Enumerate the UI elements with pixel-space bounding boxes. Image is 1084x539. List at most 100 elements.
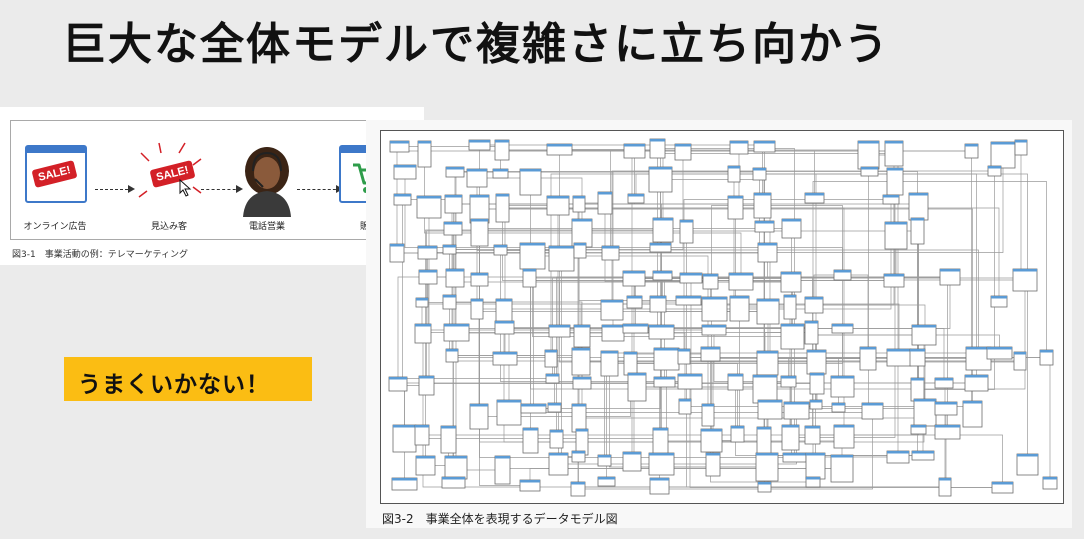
entity-box [804, 425, 821, 445]
entity-box [809, 399, 823, 410]
entity-box [964, 374, 989, 392]
entity-box [677, 348, 691, 365]
entity-box [781, 424, 800, 451]
flow-arrow [201, 185, 243, 193]
sale-tag-click-icon [138, 142, 202, 198]
entity-box [389, 140, 410, 153]
entity-box [674, 143, 692, 161]
sale-tag-icon: SALE! [31, 160, 78, 188]
entity-box [389, 243, 405, 263]
entity-box [886, 348, 912, 367]
entity-box [520, 403, 547, 414]
relationship-line [814, 153, 895, 306]
entity-box [964, 143, 979, 159]
entity-box [757, 481, 772, 493]
entity-box [627, 372, 647, 402]
entity-box [990, 141, 1016, 169]
entity-box [757, 242, 778, 263]
entity-box [833, 424, 855, 449]
entity-box [519, 479, 541, 492]
relationship-line [582, 232, 742, 282]
entity-box [601, 245, 620, 261]
slide-title: 巨大な全体モデルで複雑さに立ち向かう [62, 19, 890, 70]
entity-box [466, 168, 488, 188]
entity-box [700, 346, 721, 362]
entity-box [939, 268, 961, 286]
entity-box [622, 323, 649, 334]
entity-box [780, 375, 797, 388]
relationship-line [579, 417, 924, 456]
relationship-line [532, 255, 709, 415]
relationship-line [500, 250, 690, 382]
entity-box [986, 346, 1013, 360]
entity-box [701, 324, 727, 336]
entity-box [440, 425, 457, 454]
entity-box [468, 139, 491, 151]
step-label: オンライン広告 [23, 222, 87, 232]
entity-box [414, 323, 432, 344]
relationship-line [917, 171, 995, 390]
entity-box [727, 195, 744, 220]
entity-box [805, 452, 826, 480]
flow-arrow [95, 185, 135, 193]
entity-box [756, 350, 779, 376]
step-online-ad: SALE! オンライン広告 [15, 121, 95, 241]
entity-box [783, 401, 810, 420]
entity-box [417, 245, 438, 260]
entity-box [886, 167, 904, 196]
entity-box [702, 273, 719, 290]
entity-box [623, 351, 638, 376]
relationship-line [814, 304, 926, 413]
relationship-line [735, 382, 923, 456]
entity-box [545, 373, 560, 384]
entity-box [571, 450, 586, 463]
callout-note: うまくいかない！ [64, 357, 312, 401]
entity-box [496, 399, 522, 426]
entity-box [470, 272, 489, 287]
operator-headset-icon [243, 147, 291, 217]
entity-box [573, 242, 587, 259]
entity-box [859, 346, 877, 371]
entity-box [416, 195, 442, 219]
entity-box [934, 377, 954, 389]
entity-box [804, 320, 819, 345]
entity-box [414, 424, 430, 446]
entity-box [519, 242, 546, 270]
entity-box [648, 166, 673, 193]
entity-box [548, 245, 575, 272]
entity-box [493, 244, 508, 256]
entity-box [388, 376, 408, 392]
entity-box [469, 403, 489, 430]
entity-box [882, 194, 900, 205]
entity-box [494, 139, 510, 161]
relationship-line [550, 173, 760, 359]
entity-box [492, 351, 518, 366]
relationship-line [689, 381, 1003, 488]
figure2-caption: 図3-2 事業全体を表現するデータモデル図 [382, 512, 618, 526]
entity-box [648, 324, 675, 340]
entity-box [600, 299, 624, 321]
entity-box [648, 452, 675, 476]
entity-box [911, 324, 937, 346]
entity-box [804, 296, 824, 314]
entity-box [570, 481, 586, 497]
entity-box [729, 140, 749, 155]
entity-box [701, 296, 728, 322]
relationship-line [578, 411, 873, 490]
entity-box [548, 452, 569, 476]
entity-box [884, 140, 904, 167]
relationship-line [895, 181, 1047, 358]
entity-box [727, 373, 744, 391]
entity-box [780, 271, 802, 293]
entity-box [443, 221, 463, 236]
entity-box [546, 143, 573, 156]
entity-box [755, 452, 779, 482]
entity-box [831, 323, 854, 334]
telemarketing-flow: SALE! オンライン広告 SALE! 見込み客 [10, 120, 412, 240]
entity-box [653, 347, 680, 371]
entity-box [990, 295, 1008, 308]
entity-box [1039, 349, 1054, 366]
entity-box [522, 268, 537, 288]
entity-box [494, 455, 511, 485]
entity-box [806, 349, 827, 375]
